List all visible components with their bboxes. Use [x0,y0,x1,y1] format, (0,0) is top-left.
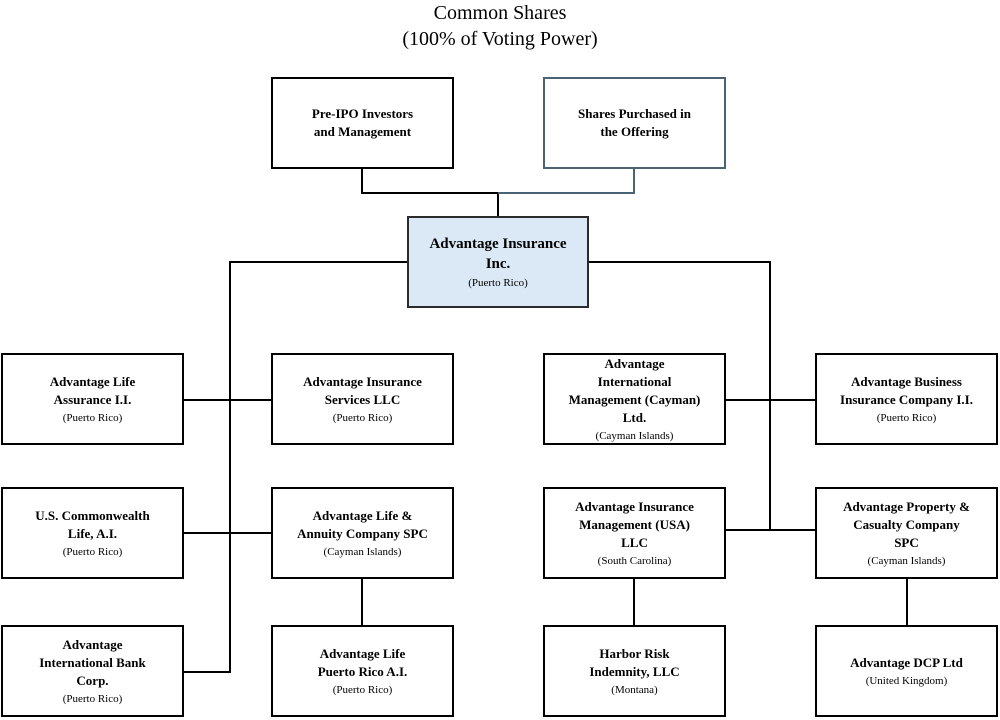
offering-shares-box: Shares Purchased in the Offering [543,77,726,169]
entity-jurisdiction: (Puerto Rico) [62,545,123,558]
connector-left-branch [183,261,408,673]
entity-name: Advantage Business Insurance Company I.I… [840,373,973,407]
entity-name: Advantage Insurance Management (USA) LLC [575,498,694,550]
entity-jurisdiction: (Cayman Islands) [323,545,402,558]
entity-name: Advantage Insurance Services LLC [303,373,422,407]
connector-pre-ipo [361,168,499,217]
offering-shares-label: Shares Purchased in the Offering [578,106,691,139]
entity-name: U.S. Commonwealth Life, A.I. [35,507,150,541]
pre-ipo-investors-box: Pre-IPO Investors and Management [271,77,454,169]
entity-jurisdiction: (Puerto Rico) [62,411,123,424]
entity-insurance-services: Advantage Insurance Services LLC (Puerto… [271,353,454,445]
entity-life-assurance: Advantage Life Assurance I.I. (Puerto Ri… [1,353,184,445]
parent-entity-jurisdiction: (Puerto Rico) [468,276,528,289]
entity-name: Harbor Risk Indemnity, LLC [589,645,680,679]
entity-jurisdiction: (Puerto Rico) [62,692,123,705]
entity-life-puerto-rico: Advantage Life Puerto Rico A.I. (Puerto … [271,625,454,717]
entity-name: Advantage Life Assurance I.I. [49,373,136,407]
chart-title-line-2: (100% of Voting Power) [402,28,598,50]
chart-title-line-1: Common Shares [433,2,567,24]
entity-property-casualty: Advantage Property & Casualty Company SP… [815,487,998,579]
pre-ipo-investors-label: Pre-IPO Investors and Management [311,106,414,139]
entity-intl-management: Advantage International Management (Caym… [543,353,726,445]
entity-management-usa: Advantage Insurance Management (USA) LLC… [543,487,726,579]
entity-jurisdiction: (Cayman Islands) [867,554,946,567]
entity-name: Advantage Life & Annuity Company SPC [297,507,428,541]
entity-us-commonwealth: U.S. Commonwealth Life, A.I. (Puerto Ric… [1,487,184,579]
entity-jurisdiction: (Montana) [611,683,658,696]
entity-jurisdiction: (South Carolina) [597,554,672,567]
entity-jurisdiction: (Cayman Islands) [595,429,674,442]
connector-offering [498,168,635,194]
entity-name: Advantage International Bank Corp. [39,636,146,688]
entity-business-insurance: Advantage Business Insurance Company I.I… [815,353,998,445]
entity-jurisdiction: (Puerto Rico) [332,683,393,696]
parent-entity-box: Advantage Insurance Inc. (Puerto Rico) [407,216,589,308]
parent-entity-name: Advantage Insurance Inc. [429,235,567,272]
entity-name: Advantage Property & Casualty Company SP… [843,498,970,550]
entity-intl-bank: Advantage International Bank Corp. (Puer… [1,625,184,717]
entity-dcp: Advantage DCP Ltd (United Kingdom) [815,625,998,717]
entity-jurisdiction: (United Kingdom) [865,674,948,687]
entity-harbor-risk: Harbor Risk Indemnity, LLC (Montana) [543,625,726,717]
entity-name: Advantage Life Puerto Rico A.I. [317,645,408,679]
entity-jurisdiction: (Puerto Rico) [332,411,393,424]
entity-jurisdiction: (Puerto Rico) [876,411,937,424]
entity-life-annuity: Advantage Life & Annuity Company SPC (Ca… [271,487,454,579]
connector-right-branch [588,261,816,531]
entity-name: Advantage International Management (Caym… [568,355,701,425]
entity-name: Advantage DCP Ltd [850,654,963,670]
